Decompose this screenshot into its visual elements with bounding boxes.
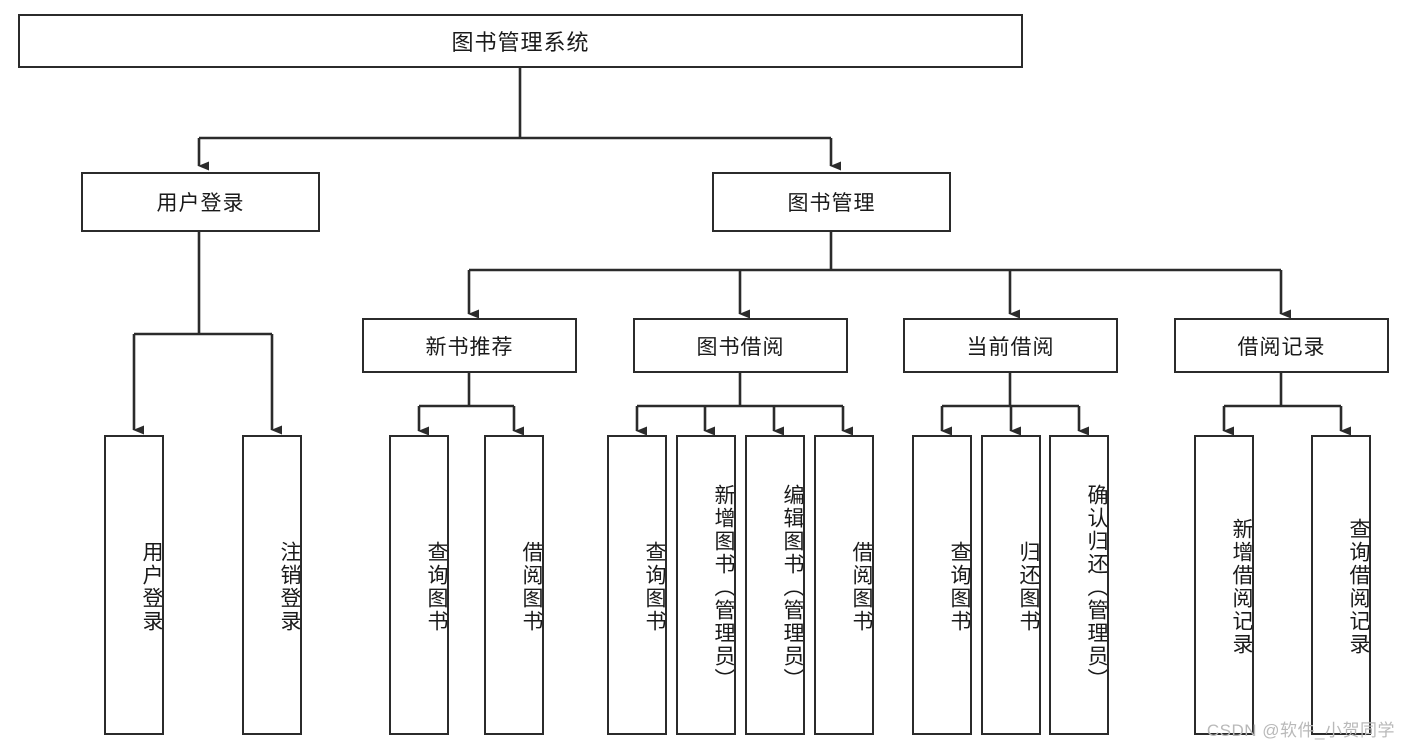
leaf-confirm-return-admin[interactable]: 确认归还（管理员） [1049,435,1109,735]
leaf-label: 借阅图书 [850,541,873,633]
leaf-label: 查询图书 [425,541,448,633]
leaf-query-book-borrow[interactable]: 查询图书 [607,435,667,735]
leaf-edit-book-admin[interactable]: 编辑图书（管理员） [745,435,805,735]
leaf-query-book-new[interactable]: 查询图书 [389,435,449,735]
leaf-add-borrow-record[interactable]: 新增借阅记录 [1194,435,1254,735]
node-user-login[interactable]: 用户登录 [81,172,320,232]
leaf-add-book-admin[interactable]: 新增图书（管理员） [676,435,736,735]
leaf-user-login[interactable]: 用户登录 [104,435,164,735]
leaf-logout[interactable]: 注销登录 [242,435,302,735]
leaf-label: 确认归还（管理员） [1085,483,1108,691]
node-root-system[interactable]: 图书管理系统 [18,14,1023,68]
leaf-label: 新增借阅记录 [1230,518,1253,656]
node-book-management[interactable]: 图书管理 [712,172,951,232]
leaf-label: 注销登录 [278,541,301,633]
leaf-label: 用户登录 [140,541,163,633]
leaf-label: 查询图书 [948,541,971,633]
node-book-borrow[interactable]: 图书借阅 [633,318,848,373]
leaf-label: 查询图书 [643,541,666,633]
leaf-query-borrow-record[interactable]: 查询借阅记录 [1311,435,1371,735]
leaf-label: 编辑图书（管理员） [781,483,804,691]
node-current-borrow[interactable]: 当前借阅 [903,318,1118,373]
leaf-borrow-book[interactable]: 借阅图书 [814,435,874,735]
leaf-return-book[interactable]: 归还图书 [981,435,1041,735]
leaf-label: 新增图书（管理员） [712,483,735,691]
node-borrow-record[interactable]: 借阅记录 [1174,318,1389,373]
leaf-label: 借阅图书 [520,541,543,633]
leaf-borrow-book-new[interactable]: 借阅图书 [484,435,544,735]
node-new-book-recommend[interactable]: 新书推荐 [362,318,577,373]
leaf-query-book-current[interactable]: 查询图书 [912,435,972,735]
leaf-label: 归还图书 [1017,541,1040,633]
leaf-label: 查询借阅记录 [1347,518,1370,656]
